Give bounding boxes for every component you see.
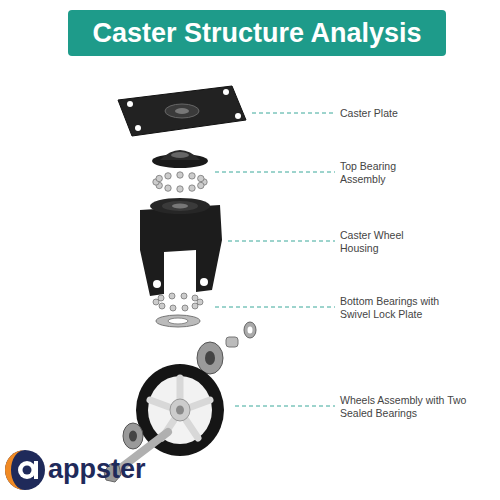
ball-bearing xyxy=(177,186,183,192)
logo-mark xyxy=(5,450,45,490)
swivel-lock-plate xyxy=(156,315,200,327)
small-parts xyxy=(244,322,256,338)
part-label: Wheels Assembly with Two Sealed Bearings xyxy=(340,394,475,420)
ball-bearing xyxy=(181,293,187,299)
ball-bearing xyxy=(189,185,195,191)
wheel-housing xyxy=(150,198,210,214)
ball-bearing xyxy=(158,295,164,301)
caster-plate xyxy=(118,86,246,136)
ball-bearing xyxy=(159,303,165,309)
wheel xyxy=(176,406,184,415)
caster-plate xyxy=(235,113,241,119)
small-parts xyxy=(248,327,253,334)
top-bearing-cap xyxy=(160,150,200,160)
ball-bearing xyxy=(165,185,171,191)
caster-plate xyxy=(127,101,133,107)
wheel xyxy=(170,399,190,421)
small-parts xyxy=(197,322,256,374)
ball-bearing xyxy=(153,172,207,192)
leader-line xyxy=(228,241,335,242)
small-parts xyxy=(205,351,215,365)
part-label: Top Bearing Assembly xyxy=(340,160,420,186)
leader-line xyxy=(215,172,335,173)
caster-plate xyxy=(118,86,246,136)
ball-bearing xyxy=(169,293,175,299)
wheel-housing xyxy=(140,198,222,296)
top-bearing-cap xyxy=(171,152,189,158)
title-band: Caster Structure Analysis xyxy=(68,10,446,56)
wheel-housing xyxy=(200,278,208,286)
logo-mark xyxy=(34,461,38,479)
ball-bearing xyxy=(182,305,188,311)
ball-bearing xyxy=(165,173,171,179)
small-parts xyxy=(197,342,223,374)
swivel-lock-plate xyxy=(168,318,188,324)
ball-bearing xyxy=(156,175,162,181)
top-bearing-cap xyxy=(152,150,208,168)
caster-plate xyxy=(135,125,141,131)
wheel-housing xyxy=(153,280,161,288)
wheel xyxy=(148,376,212,444)
part-label: Bottom Bearings with Swivel Lock Plate xyxy=(340,295,458,321)
leader-line xyxy=(215,307,335,308)
ball-bearing xyxy=(192,303,198,309)
leader-line xyxy=(215,113,335,406)
logo-mark xyxy=(18,461,36,479)
ball-bearing xyxy=(170,305,176,311)
ball-bearing xyxy=(198,175,204,181)
caster-plate xyxy=(165,104,199,118)
logo-mark xyxy=(5,450,45,490)
logo-text: appster xyxy=(48,454,208,484)
ball-bearing xyxy=(198,182,204,188)
ball-bearing xyxy=(189,173,195,179)
logo-mark xyxy=(23,466,32,475)
ball-bearing xyxy=(153,299,159,305)
swivel-lock-plate xyxy=(156,315,200,327)
ball-bearing xyxy=(197,299,203,305)
part-label: Caster Plate xyxy=(340,107,470,120)
ball-bearing xyxy=(177,172,183,178)
title-text: Caster Structure Analysis xyxy=(92,18,421,49)
leader-line xyxy=(252,113,335,114)
part-label: Caster Wheel Housing xyxy=(340,229,420,255)
small-parts xyxy=(226,337,238,347)
caster-plate xyxy=(223,89,229,95)
sealed-bearing xyxy=(123,423,143,449)
sealed-bearing xyxy=(129,431,137,442)
wheel-housing xyxy=(140,205,222,296)
caster-plate xyxy=(175,108,189,114)
leader-line xyxy=(235,406,335,407)
ball-bearing xyxy=(153,293,203,311)
wheel xyxy=(150,378,210,438)
wheel-housing xyxy=(172,204,188,209)
wheel-housing xyxy=(162,201,198,211)
ball-bearing xyxy=(192,295,198,301)
sealed-bearing xyxy=(123,423,143,449)
